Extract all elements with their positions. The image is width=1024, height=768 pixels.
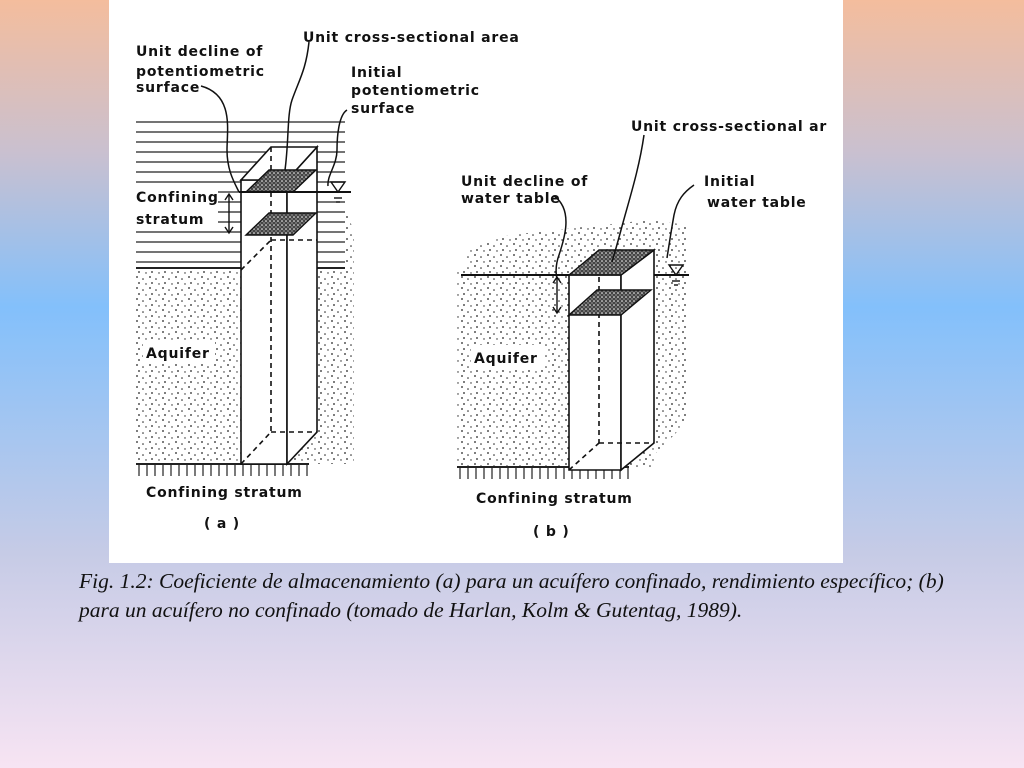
label-unit-area-b: Unit cross-sectional ar bbox=[631, 119, 827, 135]
label-initial-surface-a: Initial potentiometric surface bbox=[351, 65, 486, 117]
water-level-symbol-b bbox=[667, 264, 685, 286]
leader-lines-a bbox=[200, 41, 348, 193]
water-level-symbol-a bbox=[329, 181, 347, 203]
diagram-b: Unit cross-sectional ar Unit decline of … bbox=[457, 119, 827, 540]
label-aquifer-a: Aquifer bbox=[146, 346, 210, 362]
unit-plate-b-lower bbox=[567, 289, 653, 316]
figure-panel: Unit decline of potentiometric surface U… bbox=[109, 0, 843, 563]
label-unit-decline-b: Unit decline of water table bbox=[461, 174, 594, 207]
confining-bottom-a-hatch bbox=[136, 463, 309, 476]
leader-lines-b bbox=[553, 134, 695, 279]
unit-plate-a-lower bbox=[244, 212, 318, 236]
label-unit-decline-a: Unit decline of potentiometric surface bbox=[136, 44, 271, 96]
diagram-a: Unit decline of potentiometric surface U… bbox=[134, 30, 520, 532]
label-confining-bottom-b: Confining stratum bbox=[476, 491, 633, 507]
panel-label-a: ( a ) bbox=[204, 516, 240, 532]
label-initial-table-b: Initial water table bbox=[704, 174, 807, 211]
label-aquifer-b: Aquifer bbox=[474, 351, 538, 367]
decline-arrow-a bbox=[224, 192, 234, 235]
label-unit-area-a: Unit cross-sectional area bbox=[303, 30, 520, 46]
panel-label-b: ( b ) bbox=[533, 524, 570, 540]
label-confining-stratum-a: Confining stratum bbox=[136, 190, 224, 228]
unit-column-b bbox=[568, 248, 655, 472]
unit-plate-b-upper bbox=[567, 249, 657, 276]
unit-column-a bbox=[239, 144, 319, 467]
figure-caption: Fig. 1.2: Coeficiente de almacenamiento … bbox=[79, 569, 944, 622]
label-confining-bottom-a: Confining stratum bbox=[146, 485, 303, 501]
